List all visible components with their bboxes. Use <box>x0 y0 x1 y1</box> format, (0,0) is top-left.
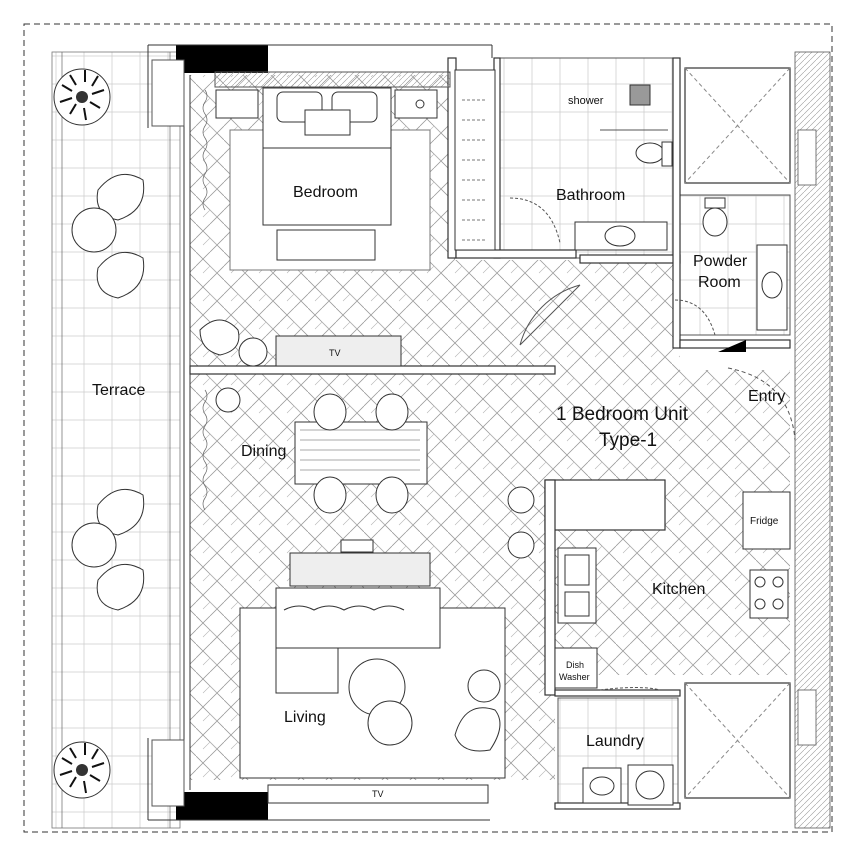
living-set <box>239 539 506 779</box>
dishwasher-label-line2: Washer <box>559 672 590 682</box>
dining-label: Dining <box>241 443 286 460</box>
kitchen-fixtures <box>554 491 791 689</box>
shower-label: shower <box>568 95 604 107</box>
bedroom-door <box>519 284 581 346</box>
curtain-bedroom <box>202 89 208 211</box>
kitchen-label: Kitchen <box>652 581 705 598</box>
living-label: Living <box>284 709 326 726</box>
entry-door <box>727 367 796 441</box>
dining-set <box>215 387 535 559</box>
laundry-door <box>599 687 661 691</box>
terrace-area <box>51 51 181 829</box>
fridge-label: Fridge <box>750 516 779 527</box>
living-tv-label: TV <box>372 789 384 799</box>
terrace-chairs-top <box>71 173 145 299</box>
entry-step-marker <box>718 340 746 352</box>
column-top <box>176 45 268 73</box>
column-bottom <box>176 792 268 820</box>
bathroom-fixtures <box>509 84 788 336</box>
plan-title-line2: Type-1 <box>599 430 657 451</box>
bedroom-label: Bedroom <box>293 184 358 201</box>
curtain-dining <box>202 389 208 511</box>
terrace-label: Terrace <box>92 382 145 399</box>
living-tv-unit <box>267 784 489 804</box>
bathroom-label: Bathroom <box>556 187 625 204</box>
laundry-fixtures <box>582 764 674 806</box>
wardrobe <box>454 69 496 251</box>
unit-boundary <box>23 23 833 833</box>
terrace-chairs-bottom <box>71 488 145 611</box>
bedroom-tv-label: TV <box>329 348 341 358</box>
entry-label: Entry <box>748 388 785 405</box>
plan-title-line1: 1 Bedroom Unit <box>556 404 689 425</box>
dishwasher-label-line1: Dish <box>566 660 584 670</box>
laundry-label: Laundry <box>586 733 644 750</box>
bedroom-tv-unit <box>199 319 402 367</box>
bed <box>215 87 438 271</box>
plant-top <box>53 68 111 126</box>
powder-room-label-line2: Room <box>698 274 741 291</box>
plant-bottom <box>53 741 111 799</box>
shaft-bottom <box>684 682 791 799</box>
interior-walls <box>189 57 791 810</box>
powder-room-label-line1: Powder <box>693 253 748 270</box>
shaft-top <box>684 67 791 184</box>
